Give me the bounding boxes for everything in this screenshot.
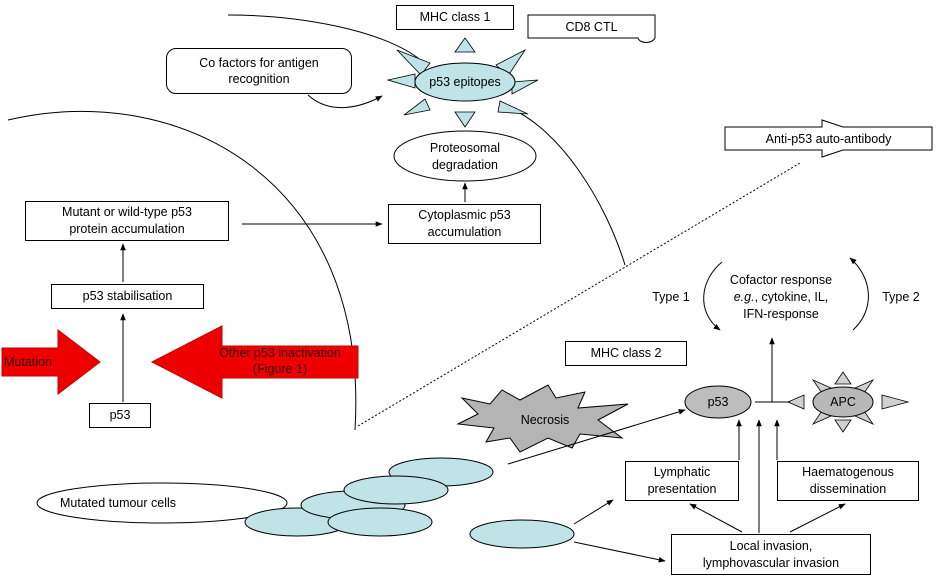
proteosomal-line2: degradation: [431, 158, 499, 172]
necrosis-burst[interactable]: [456, 384, 629, 453]
epitope-to-cell-arc: [509, 107, 626, 266]
lymphatic-presentation-box: Lymphatic presentation: [625, 461, 739, 501]
haem-line2: dissemination: [809, 482, 887, 496]
lymph-line2: presentation: [647, 482, 717, 496]
cofactor-response-label: Cofactor response e.g., cytokine, IL, IF…: [718, 272, 844, 323]
cofactor-curved-arrow: [307, 94, 383, 108]
other-line2: (Figure 1): [252, 362, 308, 376]
p53-node-label: p53: [707, 395, 729, 409]
type2-label: Type 2: [882, 290, 920, 304]
cofactors-line2: recognition: [228, 72, 290, 86]
p53-stabilisation-box: p53 stabilisation: [51, 284, 204, 309]
local-invasion-box: Local invasion, lymphovascular invasion: [671, 534, 871, 575]
cofactors-line1: Co factors for antigen: [199, 56, 319, 70]
local-line2: lymphovascular invasion: [702, 555, 840, 570]
antibody-dotted-line: [357, 162, 801, 427]
haem-line1: Haematogenous: [802, 465, 894, 479]
other-inactivation-red-arrow[interactable]: [150, 325, 359, 399]
mhc-class-2-label: MHC class 2: [590, 346, 662, 360]
other-inactivation-label: Other p53 inactivation (Figure 1): [205, 345, 355, 377]
arrow-local-to-haem: [789, 503, 846, 533]
arrow-cells-to-p53: [507, 409, 686, 465]
type1-arc: [703, 261, 723, 331]
mhc-class-2-box: MHC class 2: [565, 341, 687, 366]
necrosis-label: Necrosis: [520, 413, 570, 427]
p53-box-label: p53: [109, 408, 131, 422]
cd8-ctl-label: CD8 CTL: [565, 20, 618, 34]
mhc-class-1-label: MHC class 1: [419, 10, 491, 24]
anti-p53-antibody-label: Anti-p53 auto-antibody: [765, 132, 892, 146]
type2-arc: [849, 257, 869, 331]
cyto-line2: accumulation: [427, 225, 502, 239]
haematogenous-box: Haematogenous dissemination: [777, 461, 919, 501]
tumour-cells-ellipse: [36, 482, 288, 524]
apc-label: APC: [830, 395, 856, 409]
cd8-callout: [527, 14, 656, 43]
cof-line1: Cofactor response: [729, 273, 833, 287]
proteosomal-node: [393, 130, 537, 182]
antibody-shape: [724, 119, 933, 158]
arrow-cell-to-local: [573, 541, 666, 563]
arrow-local-to-lymph: [689, 503, 743, 533]
mhc-class-1-box: MHC class 1: [396, 5, 514, 30]
other-line1: Other p53 inactivation: [219, 346, 341, 360]
p53-box: p53: [89, 403, 151, 428]
mutant-accumulation-box: Mutant or wild-type p53 protein accumula…: [25, 201, 229, 241]
cytoplasmic-accumulation-box: Cytoplasmic p53 accumulation: [388, 204, 541, 244]
arrow-cell-to-lymphatic: [573, 499, 614, 525]
proteosomal-label: Proteosomal degradation: [394, 140, 536, 174]
p53-epitopes-label: p53 epitopes: [429, 75, 501, 89]
mutant-line2: protein accumulation: [69, 222, 185, 236]
type1-label: Type 1: [652, 290, 690, 304]
cof-line2-italic: e.g.: [733, 290, 755, 304]
mutant-line1: Mutant or wild-type p53: [62, 205, 192, 219]
cof-line2: e.g., cytokine, IL,: [718, 289, 844, 306]
mutation-label: Mutation: [4, 355, 52, 369]
cyto-line1: Cytoplasmic p53: [418, 208, 511, 222]
cof-line3: IFN-response: [743, 307, 819, 321]
local-line1: Local invasion,: [729, 538, 813, 553]
upper-boundary-arc: [227, 14, 419, 59]
stabilisation-label: p53 stabilisation: [82, 289, 173, 303]
epitope-star: [386, 37, 539, 128]
proteosomal-line1: Proteosomal: [429, 141, 501, 155]
mutation-red-arrow[interactable]: [1, 328, 101, 396]
p53-node[interactable]: [684, 385, 752, 419]
tumour-cells: [244, 457, 575, 549]
p53-epitopes-node: [414, 62, 516, 102]
cell-boundary-arc: [7, 111, 357, 431]
mutated-cells-label: Mutated tumour cells: [60, 496, 177, 510]
cof-line2-rest: , cytokine, IL,: [754, 290, 829, 304]
apc-node[interactable]: [812, 386, 874, 418]
cofactors-box: Co factors for antigen recognition: [166, 48, 352, 94]
lymph-line1: Lymphatic: [653, 465, 711, 479]
